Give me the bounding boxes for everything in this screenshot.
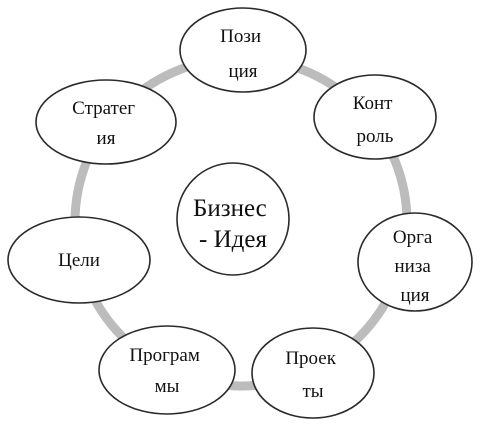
center-node-shape — [176, 162, 290, 276]
node-organizaciya-line-3: ция — [400, 285, 429, 306]
node-organizaciya: Орга низа ция — [357, 212, 473, 312]
node-poziciya-line-1: Пози — [220, 26, 261, 47]
node-poziciya-label: Пози ция — [220, 26, 266, 82]
center-node: Бизнес - Идея — [176, 162, 290, 276]
node-proekty: Проек ты — [251, 327, 375, 419]
node-celi-label: Цели — [58, 250, 100, 271]
center-line-1: Бизнес — [193, 195, 267, 222]
node-programmy-line-2: мы — [155, 376, 180, 397]
node-programmy: Програм мы — [98, 325, 236, 415]
center-node-label: Бизнес - Идея — [193, 195, 273, 253]
node-strategiya: Стратег ия — [35, 79, 177, 165]
node-kontrol-label: Конт роль — [353, 93, 397, 147]
node-strategiya-shape — [35, 79, 177, 165]
node-kontrol-shape — [313, 74, 437, 160]
node-proekty-line-2: ты — [302, 381, 323, 402]
node-poziciya-line-2: ция — [228, 61, 257, 82]
node-kontrol: Конт роль — [313, 74, 437, 160]
node-programmy-label: Програм мы — [129, 345, 204, 397]
node-kontrol-line-2: роль — [357, 126, 394, 147]
node-poziciya: Пози ция — [179, 7, 307, 93]
node-programmy-shape — [98, 325, 236, 415]
node-poziciya-shape — [179, 7, 307, 93]
center-line-2: - Идея — [199, 226, 267, 253]
node-kontrol-line-1: Конт — [353, 93, 393, 114]
node-celi-line-1: Цели — [58, 250, 100, 271]
node-proekty-label: Проек ты — [285, 348, 340, 402]
node-organizaciya-label: Орга низа ция — [393, 227, 437, 306]
node-organizaciya-line-1: Орга — [393, 227, 433, 248]
node-organizaciya-shape — [357, 212, 473, 312]
node-organizaciya-line-2: низа — [394, 256, 431, 277]
node-proekty-shape — [251, 327, 375, 419]
node-strategiya-line-2: ия — [97, 128, 116, 149]
node-celi: Цели — [7, 216, 151, 304]
node-strategiya-label: Стратег ия — [72, 98, 140, 149]
node-proekty-line-1: Проек — [285, 348, 336, 369]
node-programmy-line-1: Програм — [129, 345, 199, 366]
node-celi-shape — [7, 216, 151, 304]
node-strategiya-line-1: Стратег — [72, 98, 135, 119]
